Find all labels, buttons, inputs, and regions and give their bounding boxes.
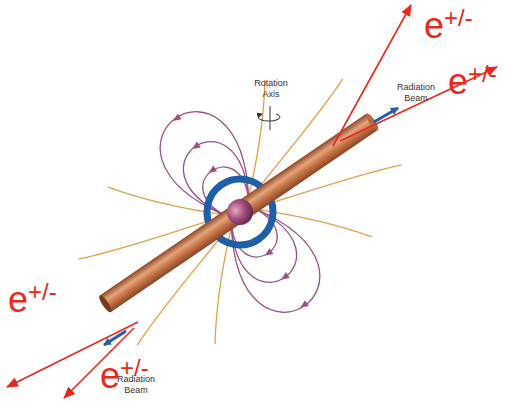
charge-superscript: +/- <box>28 278 57 305</box>
particle-label: e+/- <box>100 356 149 400</box>
particle-label: e+/- <box>424 6 473 50</box>
charge-superscript: +/- <box>468 60 497 87</box>
rotation-symbol <box>258 106 280 130</box>
particle-label: e+/- <box>448 62 497 106</box>
charge-superscript: +/- <box>444 4 473 31</box>
particle-arrows <box>7 5 497 398</box>
charge-superscript: +/- <box>120 354 149 381</box>
particle-symbol: e <box>424 5 444 46</box>
beam-label: Radiation Beam <box>392 82 440 104</box>
particle-label: e+/- <box>8 280 57 324</box>
magnetosphere <box>37 24 440 402</box>
particle-symbol: e <box>8 279 28 320</box>
axis-label: Rotation Axis <box>249 78 293 100</box>
particle-symbol: e <box>448 61 468 102</box>
particle-symbol: e <box>100 355 120 396</box>
